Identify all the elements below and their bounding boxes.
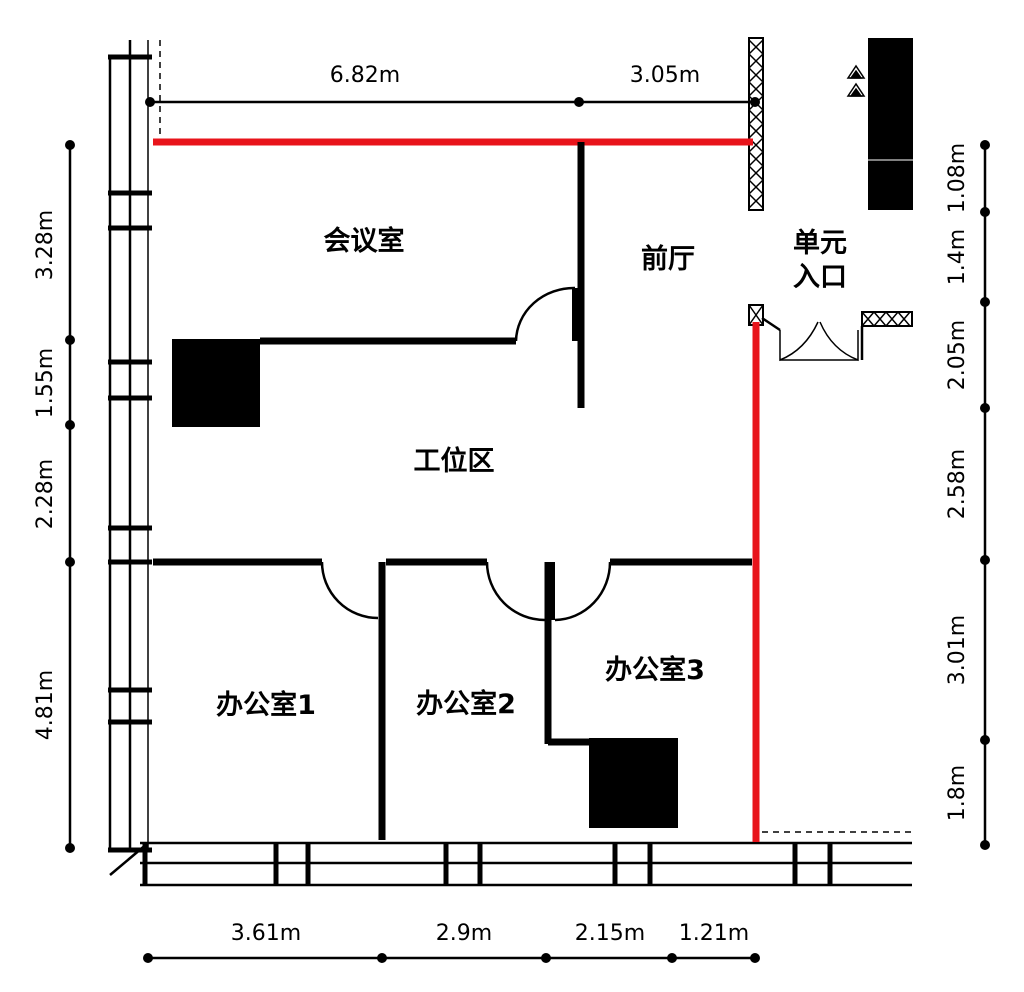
label-office-3: 办公室3 <box>605 654 705 686</box>
dim-right-1: 1.4m <box>945 229 970 285</box>
door-swings <box>320 286 612 622</box>
dim-bottom-0: 3.61m <box>231 921 301 946</box>
dim-bottom-3: 1.21m <box>679 921 749 946</box>
label-lobby: 前厅 <box>641 243 695 275</box>
label-office-1: 办公室1 <box>216 689 316 721</box>
dim-bottom-1: 2.9m <box>436 921 492 946</box>
dim-left-1: 1.55m <box>33 348 58 418</box>
column-block-office3 <box>589 738 678 828</box>
dim-right-3: 2.58m <box>945 449 970 519</box>
bottom-exterior-wall <box>109 831 912 887</box>
dim-top-1: 3.05m <box>630 63 700 88</box>
interior-walls <box>153 142 752 840</box>
dim-bottom-2: 2.15m <box>575 921 645 946</box>
dim-right-5: 1.8m <box>945 765 970 821</box>
dim-right-2: 2.05m <box>945 320 970 390</box>
label-unit-entrance-line2: 入口 <box>793 262 847 293</box>
dim-left-2: 2.28m <box>33 459 58 529</box>
label-meeting-room: 会议室 <box>324 225 405 257</box>
room-labels: 会议室 前厅 单元 入口 工位区 办公室1 办公室2 办公室3 <box>216 225 847 721</box>
dim-left-3: 4.81m <box>33 670 58 740</box>
dim-left-0: 3.28m <box>33 210 58 280</box>
dimension-bottom: 3.61m 2.9m 2.15m 1.21m <box>143 921 760 963</box>
entrance-double-door <box>779 321 859 362</box>
column-block-left <box>172 339 260 427</box>
left-exterior-wall <box>108 40 161 853</box>
dim-right-0: 1.08m <box>945 143 970 213</box>
dim-right-4: 3.01m <box>945 615 970 685</box>
stair-arrow-icon <box>846 64 866 97</box>
dimension-right: 1.08m 1.4m 2.05m 2.58m 3.01m 1.8m <box>945 140 990 850</box>
label-unit-entrance-line1: 单元 <box>793 228 847 259</box>
label-workstation-area: 工位区 <box>414 445 495 477</box>
dim-top-0: 6.82m <box>330 63 400 88</box>
dimension-left: 3.28m 1.55m 2.28m 4.81m <box>33 140 75 853</box>
column-block <box>868 38 913 210</box>
label-office-2: 办公室2 <box>416 688 516 720</box>
dimension-top: 6.82m 3.05m <box>145 63 760 107</box>
